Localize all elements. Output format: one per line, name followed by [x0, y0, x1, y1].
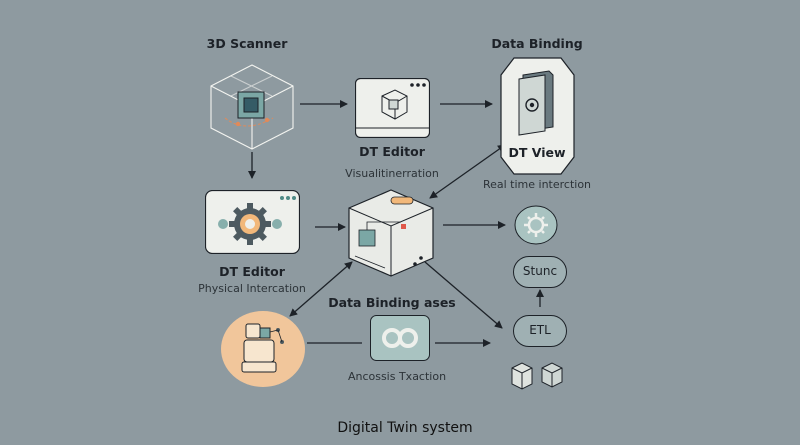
dt-editor-top-card[interactable] — [354, 77, 431, 142]
dt-view-label: DT View — [508, 145, 566, 160]
physical-asset-circle — [220, 310, 306, 392]
data-binding-top-label: Data Binding — [491, 36, 583, 51]
dt-editor-left-card[interactable] — [204, 189, 301, 258]
arrow-view-binding-bidirectional — [429, 144, 506, 199]
dt-editor-top-label: DT Editor — [359, 144, 425, 159]
dt-editor-top-sublabel: Visualitinerration — [345, 167, 439, 180]
etl-pill[interactable] — [513, 315, 567, 351]
data-blocks-icon — [508, 358, 568, 394]
data-binding-center-label: Data Binding ases — [328, 295, 456, 310]
settings-gear-icon — [524, 213, 548, 237]
dt-editor-left-sublabel: Physical Intercation — [198, 282, 306, 295]
gear-circle[interactable] — [514, 205, 558, 249]
data-binding-box[interactable] — [345, 186, 437, 282]
diagram-title: Digital Twin system — [337, 420, 473, 436]
ancossis-label: Ancossis Txaction — [347, 370, 447, 383]
ancossis-card[interactable] — [370, 315, 430, 365]
arrow-box-to-etl — [424, 261, 503, 329]
scanner-label: 3D Scanner — [206, 36, 288, 51]
scanner-cube-icon — [205, 62, 300, 156]
gear-icon — [229, 203, 271, 245]
arrow-persona-box-bidirectional — [289, 261, 353, 317]
etl-label: ETL — [529, 323, 551, 337]
dt-view-sublabel: Real time interction — [482, 178, 592, 191]
dt-editor-left-label: DT Editor — [219, 264, 285, 279]
stunc-label: Stunc — [522, 264, 558, 278]
dt-view-card[interactable] — [500, 57, 575, 179]
stunc-pill[interactable] — [513, 256, 567, 292]
